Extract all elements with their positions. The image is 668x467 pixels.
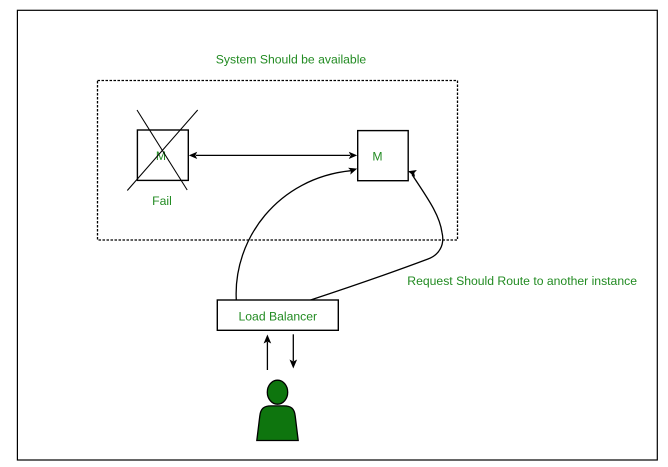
svg-text:System Should be available: System Should be available (216, 52, 367, 66)
svg-text:M: M (372, 150, 382, 164)
svg-text:Fail: Fail (152, 194, 172, 208)
svg-text:M: M (156, 149, 166, 163)
svg-text:Request Should Route to anothe: Request Should Route to another instance (407, 274, 637, 288)
svg-text:Load Balancer: Load Balancer (238, 309, 317, 323)
